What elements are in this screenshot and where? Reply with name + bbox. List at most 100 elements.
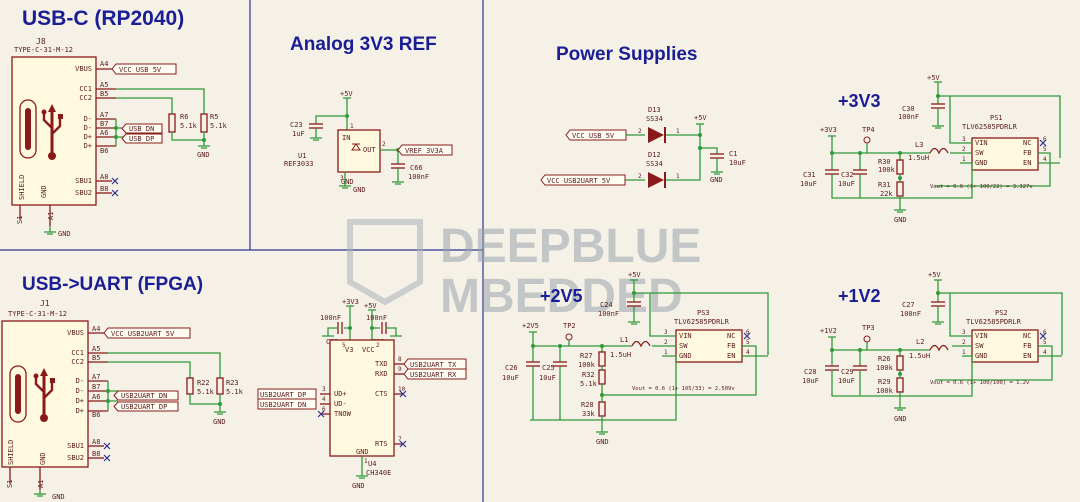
- tp3-icon: [863, 335, 871, 343]
- l1-ref: L1: [620, 336, 628, 344]
- d13-cathode: 1: [676, 128, 680, 135]
- ps3-part: TLV62585PDRLR: [674, 318, 730, 326]
- net-usb2uart-rx: USB2UART_RX: [410, 371, 457, 379]
- j8-gnd-label: GND: [40, 185, 48, 198]
- j1-num-b5: B5: [92, 354, 100, 362]
- c31-ref: C31: [803, 171, 816, 179]
- j8-pin-dm2: D-: [84, 124, 92, 132]
- r29-ref: R29: [878, 378, 891, 386]
- ps1-pin-sw: SW: [975, 149, 984, 157]
- u1-pin2: 2: [382, 141, 386, 148]
- u4-pin-cts: CTS: [375, 390, 388, 398]
- tp3-label: TP3: [862, 324, 875, 332]
- vref-circuit: +5V C23 1uF IN OUT GND U1 REF3033 1 2 3 …: [284, 90, 453, 194]
- j1-num-b7: B7: [92, 383, 100, 391]
- tp2-label: TP2: [563, 322, 576, 330]
- l1-inductor-icon: [631, 340, 651, 348]
- r29-value: 100k: [876, 387, 894, 395]
- usb-c-receptacle-icon: [19, 99, 37, 159]
- ps2-body: [971, 329, 1039, 363]
- ps3-pin-fb: FB: [727, 342, 735, 350]
- c24-value: 100nF: [598, 310, 619, 318]
- u1-pin-gnd: GND: [341, 178, 354, 186]
- c27-value: 100nF: [900, 310, 921, 318]
- net-usb2uart-tx: USB2UART_TX: [410, 361, 457, 369]
- reg3v3-formula: Vout = 0.6 (1+ 100/22) = 3.327v: [930, 184, 1033, 190]
- ps2-ref: PS2: [995, 309, 1008, 317]
- ps2-pin-fb: FB: [1023, 342, 1031, 350]
- j1-num-a5: A5: [92, 345, 100, 353]
- tp4-label: TP4: [862, 126, 875, 134]
- j8-pin-sbu1: SBU1: [75, 177, 92, 185]
- r26-value: 100k: [876, 364, 894, 372]
- ps1-num-5: 5: [1043, 146, 1047, 153]
- reg2v5-gnd: GND: [596, 438, 609, 446]
- u4-num-2: 2: [376, 342, 380, 349]
- c29-ref: C29: [841, 368, 854, 376]
- c29-value: 10uF: [838, 377, 855, 385]
- u4-num-8: 8: [398, 356, 402, 363]
- u4-pin-udp: UD+: [334, 390, 347, 398]
- j1-num-b8: B8: [92, 450, 100, 458]
- ps2-num-3: 3: [962, 329, 966, 336]
- j1-pin-cc2: CC2: [71, 358, 84, 366]
- j1-num-s1: S1: [6, 480, 14, 488]
- c24-ref: C24: [600, 301, 613, 309]
- reg-1v2: +1V2 +5V C27 100nF PS2 TLV62585PDRLR VIN…: [802, 271, 1063, 423]
- c66-value: 100nF: [408, 173, 429, 181]
- ps1-part: TLV62585PDRLR: [962, 123, 1018, 131]
- u4-pin-tnow: TNOW: [334, 410, 352, 418]
- u4-body: [329, 339, 395, 457]
- j1-pin-sbu2: SBU2: [67, 454, 84, 462]
- u4-num-3: 3: [322, 386, 326, 393]
- ps1-pin-nc: NC: [1023, 139, 1031, 147]
- net-usb-dp: USB_DP: [129, 135, 154, 143]
- j1-part: TYPE-C-31-M-12: [8, 310, 67, 318]
- c23-value: 1uF: [292, 130, 305, 138]
- j1-num-a7: A7: [92, 373, 100, 381]
- zener-icon: [351, 143, 361, 151]
- ps2-part: TLV62585PDRLR: [966, 318, 1022, 326]
- net-usb-dn: USB_DN: [129, 125, 154, 133]
- u4-gnd-sym: GND: [352, 482, 365, 490]
- j1-num-a8: A8: [92, 438, 100, 446]
- j8-num-a1: A1: [47, 212, 55, 220]
- r23-ref: R23: [226, 379, 239, 387]
- r31-ref: R31: [878, 181, 891, 189]
- reg1v2-plus5v: +5V: [928, 271, 941, 279]
- ps2-pin-vin: VIN: [975, 332, 988, 340]
- ps2-pin-en: EN: [1023, 352, 1031, 360]
- j8-num-b6: B6: [100, 147, 108, 155]
- net-usb2uart-dn: USB2UART_DN: [121, 392, 167, 400]
- diodes-gnd: GND: [710, 176, 723, 184]
- r28-value: 33k: [582, 410, 595, 418]
- l3-inductor-icon: [929, 147, 949, 155]
- l2-value: 1.5uH: [909, 352, 930, 360]
- ps3-pin-sw: SW: [679, 342, 688, 350]
- c32-value: 10uF: [838, 180, 855, 188]
- d12-ref: D12: [648, 151, 661, 159]
- u4-ref: U4: [368, 460, 376, 468]
- ps3-pin-gnd: GND: [679, 352, 692, 360]
- j8-pin-dp1: D+: [84, 133, 92, 141]
- ps2-pin-gnd: GND: [975, 352, 988, 360]
- ps3-pin-en: EN: [727, 352, 735, 360]
- ps1-ref: PS1: [990, 114, 1003, 122]
- diodes-plus5v: +5V: [694, 114, 707, 122]
- u4-pin-vcc: VCC: [362, 346, 375, 354]
- d13-ref: D13: [648, 106, 661, 114]
- d13-value: SS34: [646, 115, 663, 123]
- u1-part: REF3033: [284, 160, 314, 168]
- reg3v3-plus3v3: +3V3: [820, 126, 837, 134]
- u1-pin1: 1: [350, 123, 354, 130]
- ps2-num-4: 4: [1043, 349, 1047, 356]
- reg1v2-plus1v2: +1V2: [820, 327, 837, 335]
- u4-num-5: 5: [342, 342, 346, 349]
- r30-value: 100k: [878, 166, 896, 174]
- l2-inductor-icon: [929, 344, 949, 352]
- tp2-icon: [565, 333, 573, 341]
- j1-gnd-r: GND: [213, 418, 226, 426]
- reg2v5-plus5v: +5V: [628, 271, 641, 279]
- section-title-vref: Analog 3V3 REF: [290, 34, 437, 55]
- j1-num-a4: A4: [92, 325, 100, 333]
